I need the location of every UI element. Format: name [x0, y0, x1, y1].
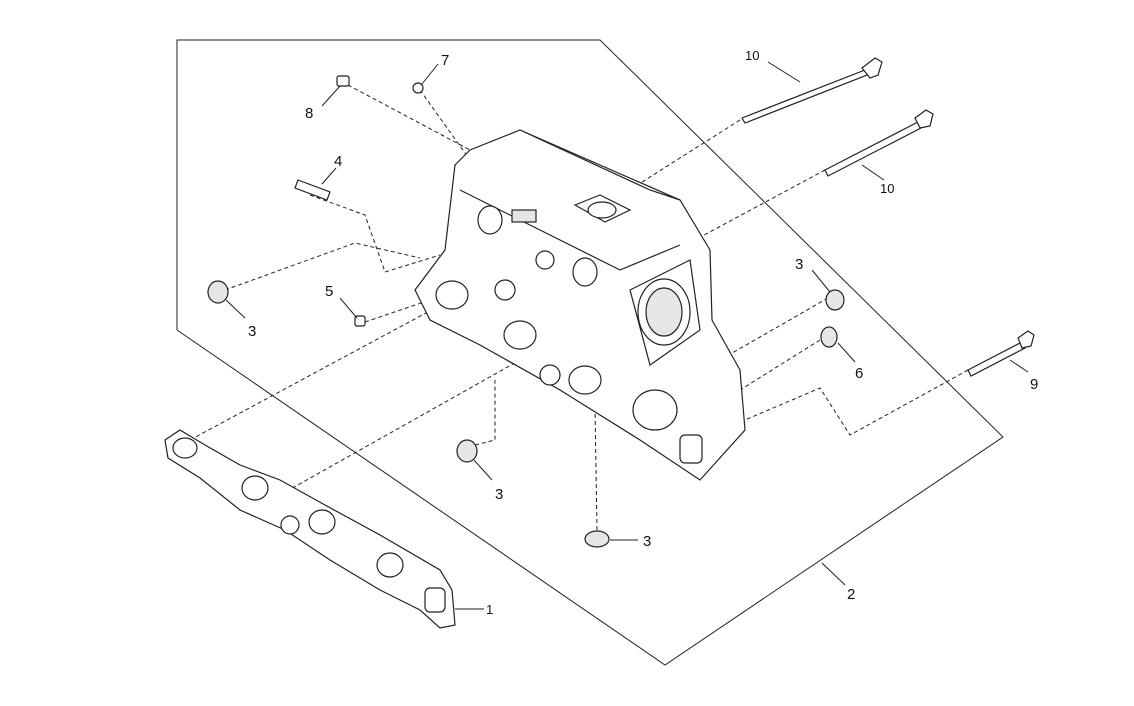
callout-3: 3 [495, 486, 503, 503]
bolt-9 [967, 330, 1035, 377]
gasket-1 [164, 429, 456, 629]
plug-8 [336, 75, 350, 87]
callout-3: 3 [795, 256, 803, 273]
callout-3: 3 [248, 323, 256, 340]
bolt-10-lower [824, 109, 934, 177]
callout-2: 2 [847, 586, 855, 603]
callout-7: 7 [441, 52, 449, 69]
stud-4 [294, 179, 331, 201]
callout-5: 5 [325, 283, 333, 300]
nut-7 [412, 82, 424, 94]
bolt-10-upper [741, 57, 883, 124]
callout-1: 1 [486, 602, 493, 617]
callout-10: 10 [880, 181, 894, 196]
callout-10: 10 [745, 48, 759, 63]
callout-8: 8 [305, 105, 313, 122]
leader-lines [225, 61, 1029, 610]
callout-4: 4 [334, 153, 342, 170]
plugs-3 [207, 280, 845, 548]
callout-9: 9 [1030, 376, 1038, 393]
callout-3: 3 [643, 533, 651, 550]
exhaust-manifold [414, 129, 746, 481]
callout-6: 6 [855, 365, 863, 382]
assembly-boundary [176, 39, 1004, 666]
bolt-5 [354, 315, 366, 327]
sleeve-6 [820, 326, 838, 348]
